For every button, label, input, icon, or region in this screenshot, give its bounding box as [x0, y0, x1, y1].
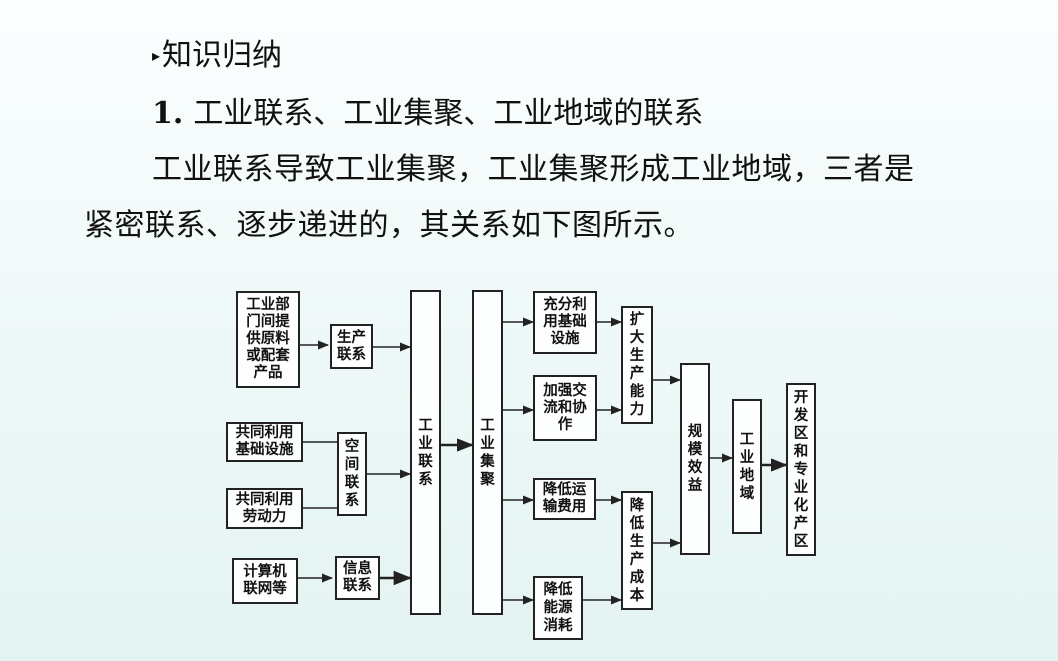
box-information-linkage: 信息联系 [335, 556, 380, 600]
box-spatial-linkage: 空间联系 [337, 432, 367, 516]
box-transport-cost: 降低运输费用 [533, 478, 596, 520]
box-cooperation: 加强交流和协作 [533, 375, 597, 441]
box-industrial-region: 工业地域 [732, 399, 762, 534]
paragraph-line-2: 紧密联系、逐步递进的，其关系如下图所示。 [84, 208, 694, 243]
subheading-text: 工业联系、工业集聚、工业地域的联系 [193, 96, 704, 131]
subheading-number: 1. [152, 96, 184, 131]
box-raw-materials: 工业部门间提供原料或配套产品 [236, 291, 300, 388]
heading-text: 知识归纳 [162, 38, 283, 73]
paragraph-line-1: 工业联系导致工业集聚，工业集聚形成工业地域，三者是 [152, 152, 915, 187]
box-infrastructure-use: 充分利用基础设施 [533, 291, 597, 354]
box-computer-network: 计算机联网等 [232, 558, 298, 604]
box-shared-infrastructure: 共同利用基础设施 [226, 422, 303, 462]
box-industrial-agglomeration: 工业集聚 [472, 290, 503, 615]
box-shared-labor: 共同利用劳动力 [226, 488, 303, 529]
box-expand-capacity: 扩大生产能力 [621, 306, 653, 424]
box-energy-use: 降低能源消耗 [533, 576, 583, 640]
section-heading: ▸知识归纳 [152, 30, 282, 74]
box-development-zone: 开发区和专业化产区 [786, 383, 816, 556]
box-scale-economy: 规模效益 [680, 363, 710, 555]
box-industrial-linkage: 工业联系 [410, 290, 441, 615]
triangle-marker-icon: ▸ [152, 46, 161, 65]
box-production-linkage: 生产联系 [330, 324, 373, 369]
box-reduce-cost: 降低生产成本 [621, 491, 653, 610]
subheading: 1. 工业联系、工业集聚、工业地域的联系 [152, 88, 703, 132]
